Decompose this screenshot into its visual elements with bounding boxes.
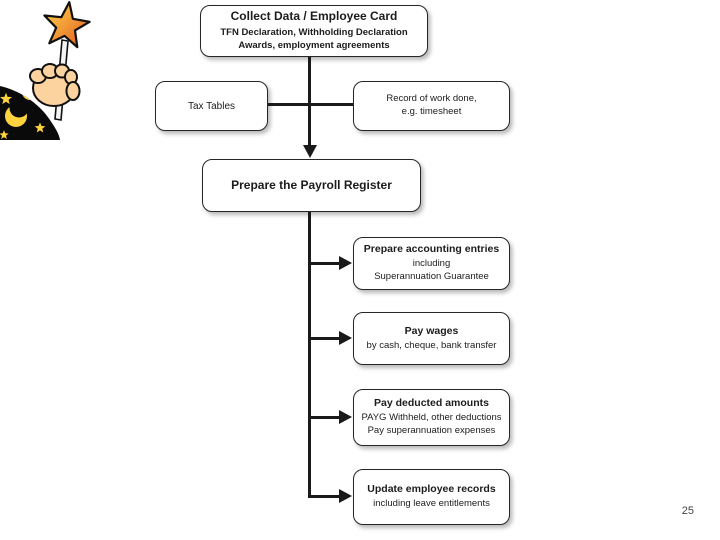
flow-box-title: Pay wages (404, 324, 459, 337)
arrowhead-right-icon (339, 256, 352, 270)
flow-box-title: Prepare accounting entries (363, 243, 500, 256)
flow-box-title: Update employee records (367, 483, 496, 496)
flow-box-collect-data: Collect Data / Employee Card TFN Declara… (200, 5, 428, 57)
flow-box-title: Tax Tables (187, 100, 236, 112)
flow-box-accounting-entries: Prepare accounting entries including Sup… (353, 237, 510, 290)
flow-box-subtitle: TFN Declaration, Withholding Declaration (220, 26, 408, 38)
flow-box-line: Record of work done, (386, 93, 477, 105)
connector-payroll-trunk (308, 212, 311, 498)
connector-branch-update-records (308, 495, 340, 498)
flow-box-subtitle: including leave entitlements (373, 498, 490, 510)
connector-branch-pay-deducted (308, 416, 340, 419)
flow-box-subtitle: including (412, 258, 451, 270)
flow-box-line: e.g. timesheet (401, 106, 462, 117)
star-icon (43, 1, 91, 49)
flow-box-tax-tables: Tax Tables (155, 81, 268, 131)
flow-box-subtitle: by cash, cheque, bank transfer (366, 339, 497, 351)
arrowhead-right-icon (339, 410, 352, 424)
connector-collect-to-payroll (308, 57, 311, 145)
connector-branch-pay-wages (308, 337, 340, 340)
flow-box-pay-wages: Pay wages by cash, cheque, bank transfer (353, 312, 510, 365)
arrowhead-down-icon (303, 145, 317, 158)
flow-box-subtitle: Superannuation Guarantee (374, 271, 489, 283)
connector-taxtables-recordwork (268, 103, 353, 106)
flow-box-record-of-work: Record of work done, e.g. timesheet (353, 81, 510, 131)
flow-box-title: Prepare the Payroll Register (231, 178, 392, 193)
arrowhead-right-icon (339, 489, 352, 503)
flow-box-update-employee-records: Update employee records including leave … (353, 469, 510, 525)
hand (29, 63, 81, 107)
flow-box-title: Pay deducted amounts (374, 397, 489, 410)
wizard-wand-illustration (0, 1, 91, 140)
flow-box-title: Collect Data / Employee Card (230, 9, 398, 24)
flow-box-subtitle: Pay superannuation expenses (367, 425, 496, 437)
connector-branch-accounting (308, 262, 340, 265)
flow-box-subtitle: Awards, employment agreements (238, 39, 390, 51)
arrowhead-right-icon (339, 331, 352, 345)
flow-box-subtitle: PAYG Withheld, other deductions (361, 412, 502, 424)
flow-box-payroll-register: Prepare the Payroll Register (202, 159, 421, 212)
flow-box-pay-deducted-amounts: Pay deducted amounts PAYG Withheld, othe… (353, 389, 510, 446)
page-number: 25 (681, 505, 694, 517)
